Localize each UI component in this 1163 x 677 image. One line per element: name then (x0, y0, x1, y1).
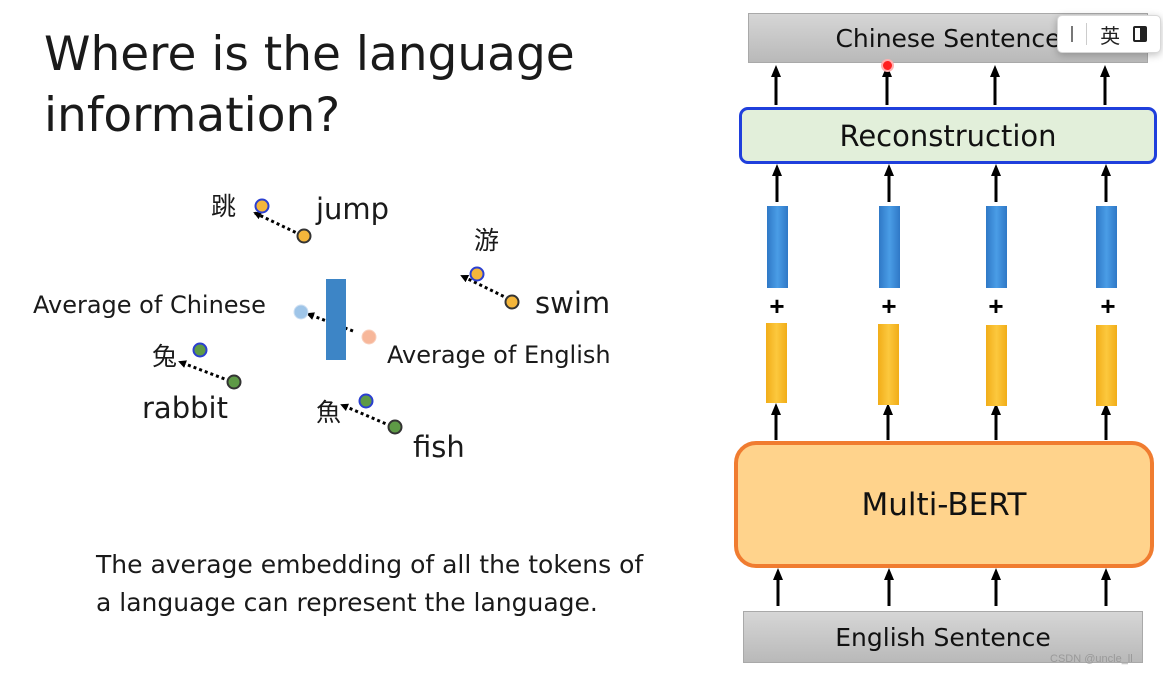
toolbar-divider (1085, 23, 1087, 45)
pointer-dot (881, 59, 894, 72)
token-vector-3 (986, 325, 1007, 406)
tu-point (192, 342, 208, 358)
swim-to-you-arrow (460, 274, 510, 301)
language-vector-2 (879, 206, 900, 288)
watermark: CSDN @uncle_ll (1050, 653, 1133, 665)
fish-label: fish (413, 430, 465, 464)
slide-title: Where is the language information? (44, 27, 575, 143)
avg-english-point (361, 329, 377, 345)
tiao-label: 跳 (211, 192, 237, 221)
jump-label: jump (316, 192, 390, 226)
yu-point (358, 393, 374, 409)
fish-to-yu-arrow (340, 403, 392, 428)
jump-point (296, 228, 312, 244)
plus-sign-3: + (988, 291, 1003, 321)
language-vector-4 (1096, 206, 1117, 288)
yu-label: 魚 (316, 398, 342, 427)
drag-handle-icon[interactable] (1070, 26, 1073, 42)
multi-bert-box: Multi-BERT (734, 441, 1154, 568)
swim-point (504, 294, 520, 310)
english-sentence-box: English Sentence (743, 611, 1143, 663)
avg-chinese-point (293, 304, 309, 320)
embedding-scatter (178, 198, 520, 435)
plus-sign-2: + (881, 291, 896, 321)
rabbit-to-tu-arrow (178, 360, 231, 383)
tu-label: 兔 (152, 342, 178, 371)
slide-note: The average embedding of all the tokens … (96, 550, 644, 617)
rabbit-point (226, 374, 242, 390)
avg-english-label: Average of English (387, 341, 611, 369)
rabbit-label: rabbit (142, 391, 228, 425)
you-label: 游 (474, 226, 500, 255)
you-point (469, 266, 485, 282)
jump-to-tiao-arrow (253, 211, 302, 237)
panel-toggle-icon[interactable] (1133, 26, 1148, 42)
language-vector-bar (326, 279, 346, 360)
ime-toolbar[interactable]: 英 (1057, 15, 1161, 53)
reconstruction-box: Reconstruction (739, 107, 1157, 164)
token-vector-1 (766, 323, 787, 403)
ime-language-toggle[interactable]: 英 (1100, 23, 1121, 48)
language-vector-3 (986, 206, 1007, 288)
swim-label: swim (535, 286, 611, 320)
token-vector-4 (1096, 325, 1117, 406)
token-vector-2 (878, 324, 899, 405)
plus-sign-1: + (769, 291, 784, 321)
avg-chinese-label: Average of Chinese (33, 291, 266, 319)
tiao-point (254, 198, 270, 214)
fish-point (387, 419, 403, 435)
plus-sign-4: + (1100, 291, 1115, 321)
language-vector-1 (767, 206, 788, 288)
